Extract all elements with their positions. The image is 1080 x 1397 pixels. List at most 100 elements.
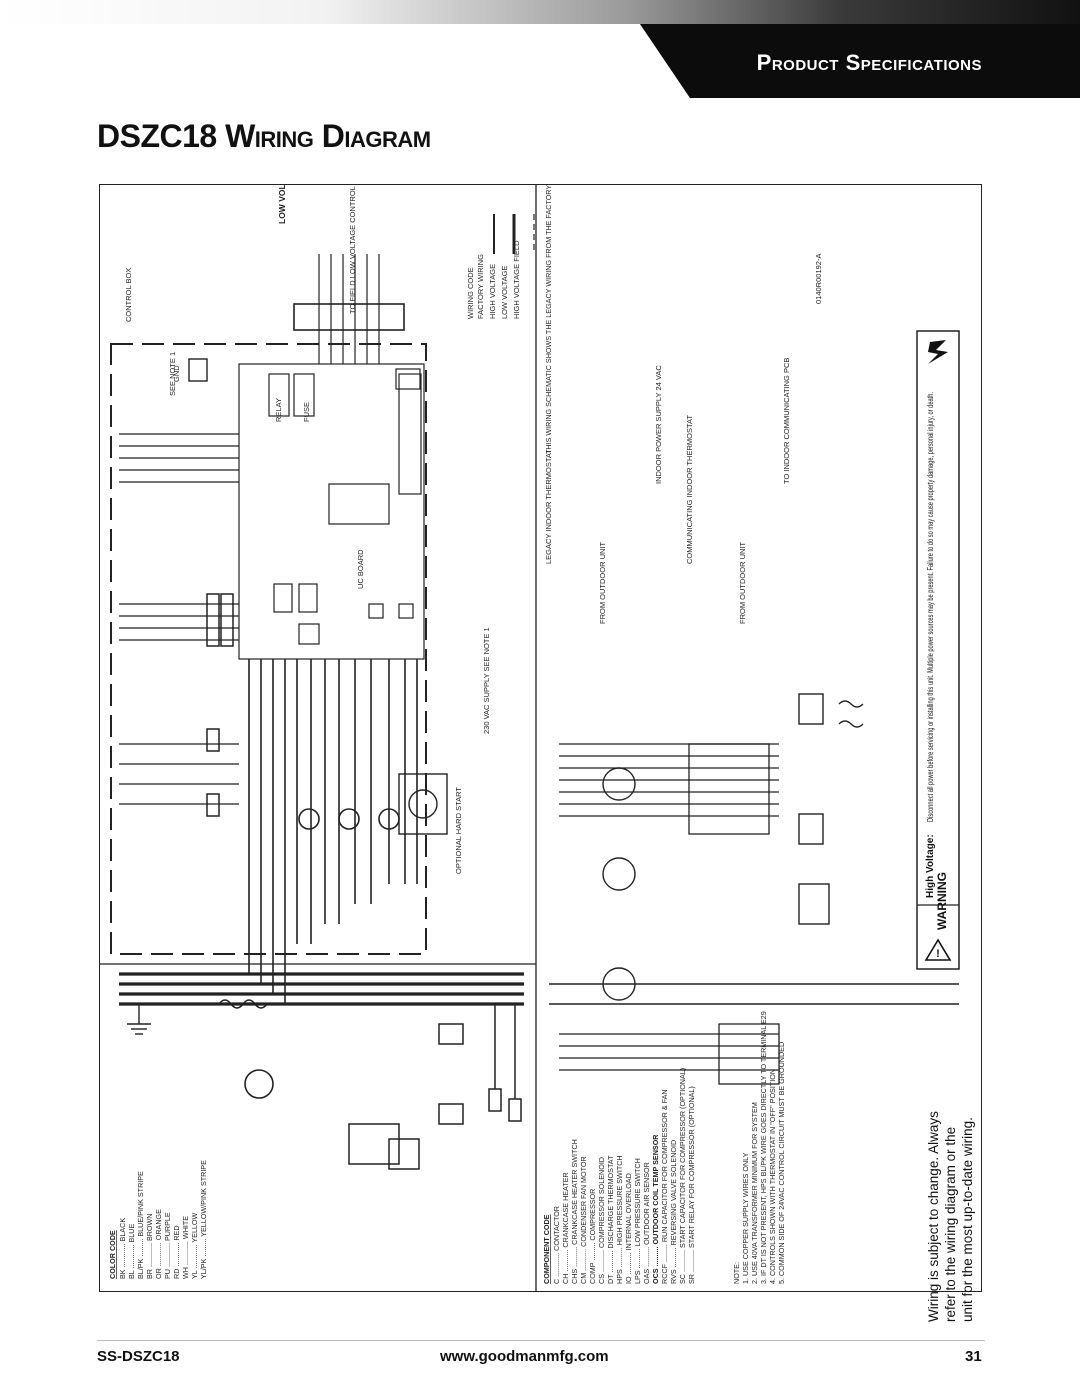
- wiring-diagram-frame: [99, 184, 982, 1292]
- wiring-code-item: HIGH VOLTAGE: [488, 264, 497, 319]
- wiring-code-item: LOW VOLTAGE: [500, 266, 509, 319]
- legacy-note-line: THIS WIRING SCHEMATIC SHOWS THE LEGACY W…: [544, 184, 553, 454]
- color-code-item: WH ............ WHITE: [181, 1216, 190, 1279]
- note-line: 2. USE 40VA TRANSFORMER MINIMUM FOR SYST…: [750, 1102, 759, 1284]
- wiring-code-item: FACTORY WIRING: [476, 254, 485, 319]
- gnd-label: GND: [172, 365, 181, 382]
- wiring-code-item: HIGH VOLTAGE FIELD: [512, 240, 521, 319]
- communicating-thermostat-label: COMMUNICATING INDOOR THERMOSTAT: [685, 415, 694, 564]
- side-note-line: unit for the most up-to-date wiring.: [960, 1117, 975, 1322]
- component-code-item: RCCF ......... RUN CAPACITOR FOR COMPRES…: [660, 1089, 669, 1284]
- board-components: [268, 373, 422, 645]
- fuse-label: FUSE: [302, 402, 311, 422]
- component-code-item: IO ........... INTERNAL OVERLOAD: [624, 1173, 633, 1284]
- supply-230-label: 230 VAC SUPPLY SEE NOTE 1: [482, 627, 491, 734]
- warning-label: WARNING: [935, 872, 949, 930]
- uc-board-label: UC BOARD: [356, 549, 365, 589]
- component-code-item: COMP ......... COMPRESSOR: [588, 1189, 597, 1284]
- color-code-block: COLOR CODE BK ............ BLACK BL ....…: [108, 1160, 208, 1279]
- legacy-thermostat-label: LEGACY INDOOR THERMOSTAT: [544, 449, 553, 564]
- color-code-item: OR ............ ORANGE: [154, 1209, 163, 1279]
- low-voltage-terminals: [293, 254, 421, 390]
- page-title: DSZC18 Wiring Diagram: [97, 118, 431, 154]
- from-outdoor-label: FROM OUTDOOR UNIT: [598, 542, 607, 624]
- component-code-item: DT ........... DISCHARGE THERMOSTAT: [606, 1155, 615, 1284]
- note-line: 4. CONTROLS SHOWN WITH THERMOSTAT IN "OF…: [768, 1069, 777, 1284]
- indoor-power-label: INDOOR POWER SUPPLY 24 VAC: [654, 365, 663, 484]
- warning-triangle-icon: !: [924, 938, 952, 961]
- crankcase-heater: [218, 999, 268, 1009]
- ground-symbol: [127, 1004, 151, 1035]
- side-note: Wiring is subject to change. Always refe…: [925, 1111, 976, 1322]
- field-wiring-lines: [559, 743, 779, 1071]
- harness-bus: [119, 972, 524, 1006]
- plug-connectors: [206, 593, 234, 817]
- color-code-item: BL ............ BLUE: [127, 1224, 136, 1279]
- side-note-line: refer to the wiring diagram or the: [943, 1126, 958, 1322]
- component-code-item: CH ........... CRANKCASE HEATER: [561, 1172, 570, 1284]
- reversing-valve: [388, 1138, 420, 1170]
- color-code-item: YL/PK ......... YELLOW/PINK STRIPE: [199, 1160, 208, 1279]
- component-code-block: COMPONENT CODE C ............ CONTACTOR …: [542, 1068, 696, 1284]
- to-indoor-pcb-label: TO INDOOR COMMUNICATING PCB: [782, 358, 791, 484]
- header-white-area: [0, 24, 690, 98]
- svg-text:!: !: [936, 948, 940, 960]
- header-dark-tab: [640, 24, 1080, 98]
- component-code-item: OAS .......... OUTDOOR AIR SENSOR: [642, 1162, 651, 1284]
- component-code-item: HPS .......... HIGH PRESSURE SWITCH: [615, 1155, 624, 1284]
- to-field-label: TO FIELD LOW VOLTAGE CONTROL WIRES SEE N…: [348, 184, 357, 314]
- note-line: 3. IF DT IS NOT PRESENT, HPS BL/PK WIRE …: [759, 1011, 768, 1284]
- relay-label: RELAY: [274, 398, 283, 422]
- component-code-item: CM ........... CONDENSER FAN MOTOR: [579, 1156, 588, 1284]
- component-code-item: CS ........... COMPRESSOR SOLENOID: [597, 1157, 606, 1284]
- motors: [244, 808, 400, 1099]
- warning-text: High Voltage:: [925, 834, 936, 898]
- color-code-item: BL/PK ......... BLUE/PINK STRIPE: [136, 1171, 145, 1279]
- warning-lead: High Voltage:: [925, 834, 936, 898]
- footer-url[interactable]: www.goodmanmfg.com: [440, 1348, 609, 1365]
- color-code-item: BR ............ BROWN: [145, 1214, 154, 1280]
- wiring-code-title: WIRING CODE: [466, 267, 475, 319]
- component-code-item: RVS .......... REVERSING VALVE SOLENOID: [669, 1140, 678, 1284]
- gnd-terminal: [188, 358, 208, 382]
- note-line: 1. USE COPPER SUPPLY WIRES ONLY: [741, 1152, 750, 1284]
- color-code-title: COLOR CODE: [108, 1230, 117, 1279]
- page-number: 31: [965, 1348, 982, 1365]
- capacitor-run: [398, 773, 448, 835]
- color-code-item: YL ............ YELLOW: [190, 1212, 199, 1279]
- note-line: 5. COMMON SIDE OF 24VAC CONTROL CIRCUIT …: [777, 1042, 786, 1284]
- low-voltage-barrier-label: LOW VOLTAGE BARRIER: [277, 184, 287, 224]
- component-schematic: [549, 693, 959, 1005]
- color-code-item: RD ............ RED: [172, 1225, 181, 1279]
- component-code-item: OCS .......... OUTDOOR COIL TEMP SENSOR: [651, 1134, 660, 1284]
- note-line: NOTE:: [732, 1262, 741, 1284]
- side-note-line: Wiring is subject to change. Always: [926, 1111, 941, 1322]
- compressor-box: [348, 1123, 400, 1165]
- board-left-wires: [119, 433, 239, 805]
- component-code-item: C ............ CONTACTOR: [552, 1206, 561, 1284]
- notes-block: NOTE: 1. USE COPPER SUPPLY WIRES ONLY 2.…: [732, 1011, 786, 1284]
- footer-model: SS-DSZC18: [97, 1348, 180, 1365]
- lightning-bolt-icon: [928, 340, 948, 364]
- uc-board-outline: [238, 363, 425, 660]
- component-code-item: LPS .......... LOW PRESSURE SWITCH: [633, 1158, 642, 1284]
- transformer: [838, 700, 864, 728]
- high-pressure-switch: [438, 1023, 464, 1045]
- see-note-label: SEE NOTE 1: [168, 352, 177, 396]
- component-code-item: SR ........... START RELAY FOR COMPRESSO…: [687, 1086, 696, 1284]
- component-code-item: CHS .......... CRANKCASE HEATER SWITCH: [570, 1139, 579, 1284]
- vertical-wires: [248, 659, 418, 1004]
- color-code-item: PU ............ PURPLE: [163, 1212, 172, 1279]
- warning-body: Disconnect all power before servicing or…: [925, 392, 935, 822]
- wiring-code-legend: [493, 214, 535, 254]
- control-box-label: CONTROL BOX: [124, 268, 133, 322]
- optional-hard-start-label: OPTIONAL HARD START: [454, 787, 463, 874]
- pressure-switch: [438, 1103, 464, 1125]
- communicating-thermostat-box: [718, 1023, 780, 1085]
- sensors: [488, 1004, 522, 1122]
- warning-box: ! WARNING High Voltage: Disconnect all p…: [916, 330, 960, 970]
- doc-number: 0140R00192-A: [814, 254, 823, 304]
- color-code-item: BK ............ BLACK: [118, 1218, 127, 1279]
- legacy-thermostat-box: [688, 743, 770, 835]
- control-box-outline: [110, 343, 427, 955]
